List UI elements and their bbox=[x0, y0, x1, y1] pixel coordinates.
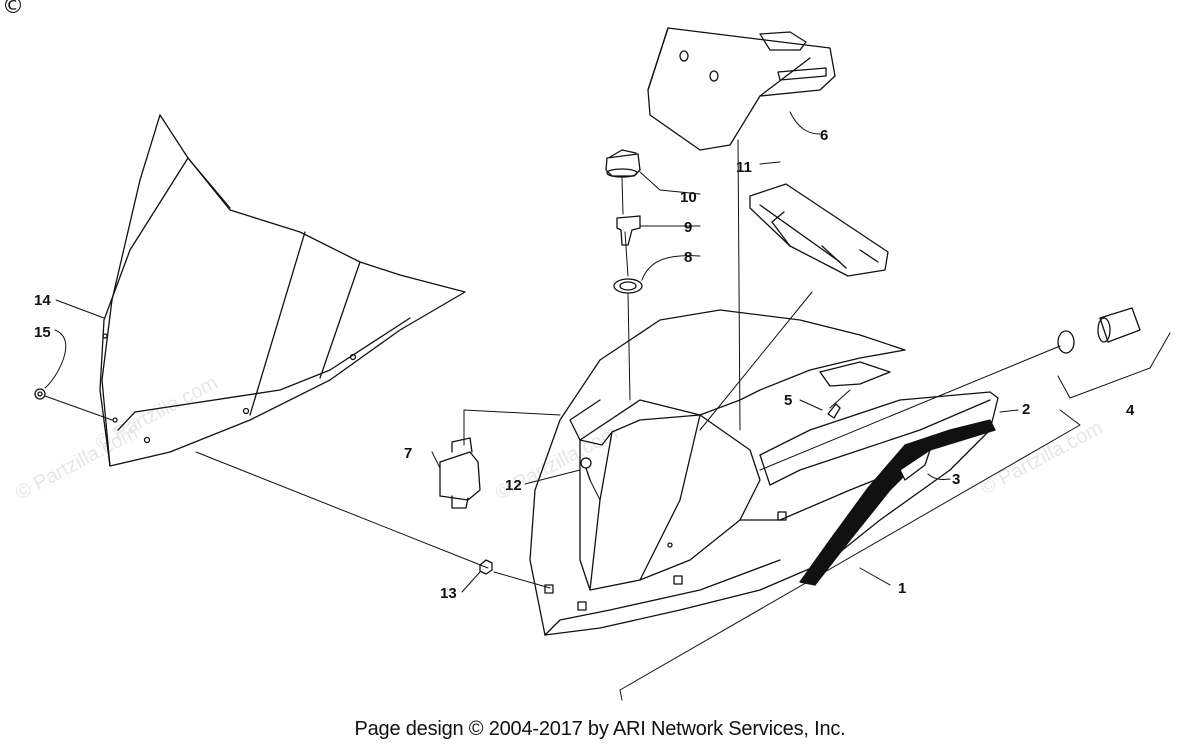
screw-12 bbox=[580, 457, 592, 481]
gauge-display bbox=[749, 183, 889, 277]
callout-15: 15 bbox=[34, 324, 51, 341]
watermark: © Partzilla.com bbox=[92, 372, 221, 455]
hood-assembly bbox=[529, 309, 999, 636]
callout-2: 2 bbox=[1022, 401, 1030, 418]
hood-decal bbox=[799, 419, 996, 586]
callout-1: 1 bbox=[898, 580, 906, 597]
callout-3: 3 bbox=[952, 471, 960, 488]
screw-15 bbox=[34, 388, 46, 400]
watermark: © Partzilla.com bbox=[977, 417, 1106, 500]
page-footer: Page design © 2004-2017 by ARI Network S… bbox=[354, 718, 846, 740]
ignition-bezel bbox=[613, 278, 643, 294]
callout-14: 14 bbox=[34, 292, 51, 309]
callout-labels: 1 2 3 4 5 6 7 8 9 10 11 12 13 14 15 bbox=[34, 127, 1135, 602]
callout-7: 7 bbox=[404, 445, 412, 462]
copyright-mark: © bbox=[2, 0, 24, 19]
ignition-key bbox=[616, 215, 641, 246]
callout-11: 11 bbox=[736, 159, 752, 176]
console-cover bbox=[647, 27, 836, 151]
power-outlet bbox=[1057, 307, 1141, 354]
callout-13: 13 bbox=[440, 585, 457, 602]
nut-13 bbox=[479, 559, 493, 575]
fastener-5 bbox=[827, 403, 841, 419]
callout-8: 8 bbox=[684, 249, 692, 266]
callout-6: 6 bbox=[820, 127, 828, 144]
callout-12: 12 bbox=[505, 477, 522, 494]
callout-9: 9 bbox=[684, 219, 692, 236]
callout-5: 5 bbox=[784, 392, 792, 409]
ignition-cap bbox=[605, 149, 641, 178]
leader-lines bbox=[44, 111, 1171, 701]
windshield bbox=[99, 114, 466, 467]
switch bbox=[439, 437, 481, 509]
callout-10: 10 bbox=[680, 189, 697, 206]
callout-4: 4 bbox=[1126, 402, 1135, 419]
